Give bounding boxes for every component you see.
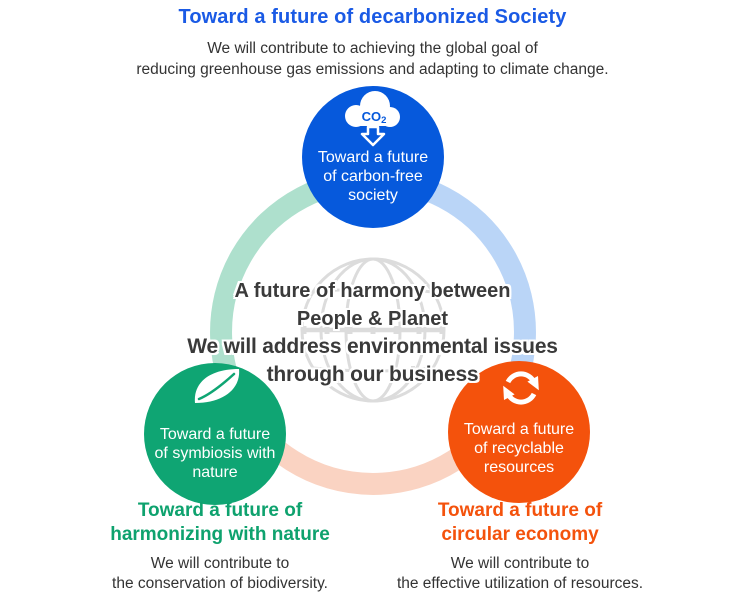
symbiosis-label-line1: Toward a future <box>159 426 271 443</box>
recycle-arrows-icon <box>503 371 539 405</box>
carbon-free-label-line2: of carbon-free <box>323 168 423 185</box>
carbon-free-label-line1: Toward a future <box>317 149 429 166</box>
recyclable-label: Toward a future of recyclable resources <box>429 420 609 477</box>
nature-footer: Toward a future of harmonizing with natu… <box>40 499 400 594</box>
nature-footer-desc-line2: the conservation of biodiversity. <box>112 575 328 592</box>
symbiosis-circle <box>144 363 286 505</box>
globe-node-marks <box>301 285 445 375</box>
nature-footer-title-line1: Toward a future of <box>137 500 303 521</box>
decarbonized-subtitle: We will contribute to achieving the glob… <box>0 38 745 80</box>
nature-footer-title-line2: harmonizing with nature <box>110 524 330 545</box>
carbon-free-label-line3: society <box>348 187 398 204</box>
nature-footer-desc: We will contribute to the conservation o… <box>40 554 400 594</box>
leaf-icon <box>194 369 240 403</box>
co2-label: CO2 <box>362 109 387 126</box>
symbiosis-label: Toward a future of symbiosis with nature <box>125 425 305 482</box>
circular-footer-title-line1: Toward a future of <box>437 500 603 521</box>
carbon-free-circle <box>302 86 444 228</box>
globe-icon <box>300 257 446 403</box>
co2-cloud-icon: CO2 <box>345 91 400 147</box>
decarbonized-title: Toward a future of decarbonized Society <box>178 6 567 28</box>
center-message-line3: We will address environmental issues <box>187 335 558 358</box>
recyclable-label-line1: Toward a future <box>463 421 575 438</box>
circular-footer-title-line2: circular economy <box>441 524 599 545</box>
recyclable-label-line2: of recyclable <box>474 440 564 457</box>
nature-footer-title: Toward a future of harmonizing with natu… <box>40 499 400 547</box>
symbiosis-label-line2: of symbiosis with <box>154 445 276 462</box>
circular-footer-title: Toward a future of circular economy <box>340 499 700 547</box>
circular-footer: Toward a future of circular economy We w… <box>340 499 700 594</box>
center-message-line2: People & Planet <box>296 308 449 330</box>
down-arrow-icon <box>360 125 386 147</box>
circular-footer-desc-line1: We will contribute to <box>450 555 590 572</box>
circular-footer-desc-line2: the effective utilization of resources. <box>396 575 644 592</box>
center-message-line1: A future of harmony between <box>234 280 511 302</box>
carbon-free-label: Toward a future of carbon-free society <box>283 148 463 205</box>
globe-parallel-bottom <box>312 366 434 373</box>
center-message: A future of harmony between People & Pla… <box>0 277 745 389</box>
recyclable-label-line3: resources <box>483 459 555 476</box>
globe-parallel-top <box>312 287 434 294</box>
symbiosis-label-line3: nature <box>192 464 238 481</box>
circular-footer-desc: We will contribute to the effective util… <box>340 554 700 594</box>
decarbonized-subtitle-line1: We will contribute to achieving the glob… <box>207 40 538 57</box>
center-message-line4: through our business <box>266 363 479 386</box>
recyclable-circle <box>448 361 590 503</box>
nature-footer-desc-line1: We will contribute to <box>150 555 290 572</box>
decarbonized-subtitle-line2: reducing greenhouse gas emissions and ad… <box>136 61 609 78</box>
decarbonized-section-header: Toward a future of decarbonized Society … <box>0 6 745 80</box>
